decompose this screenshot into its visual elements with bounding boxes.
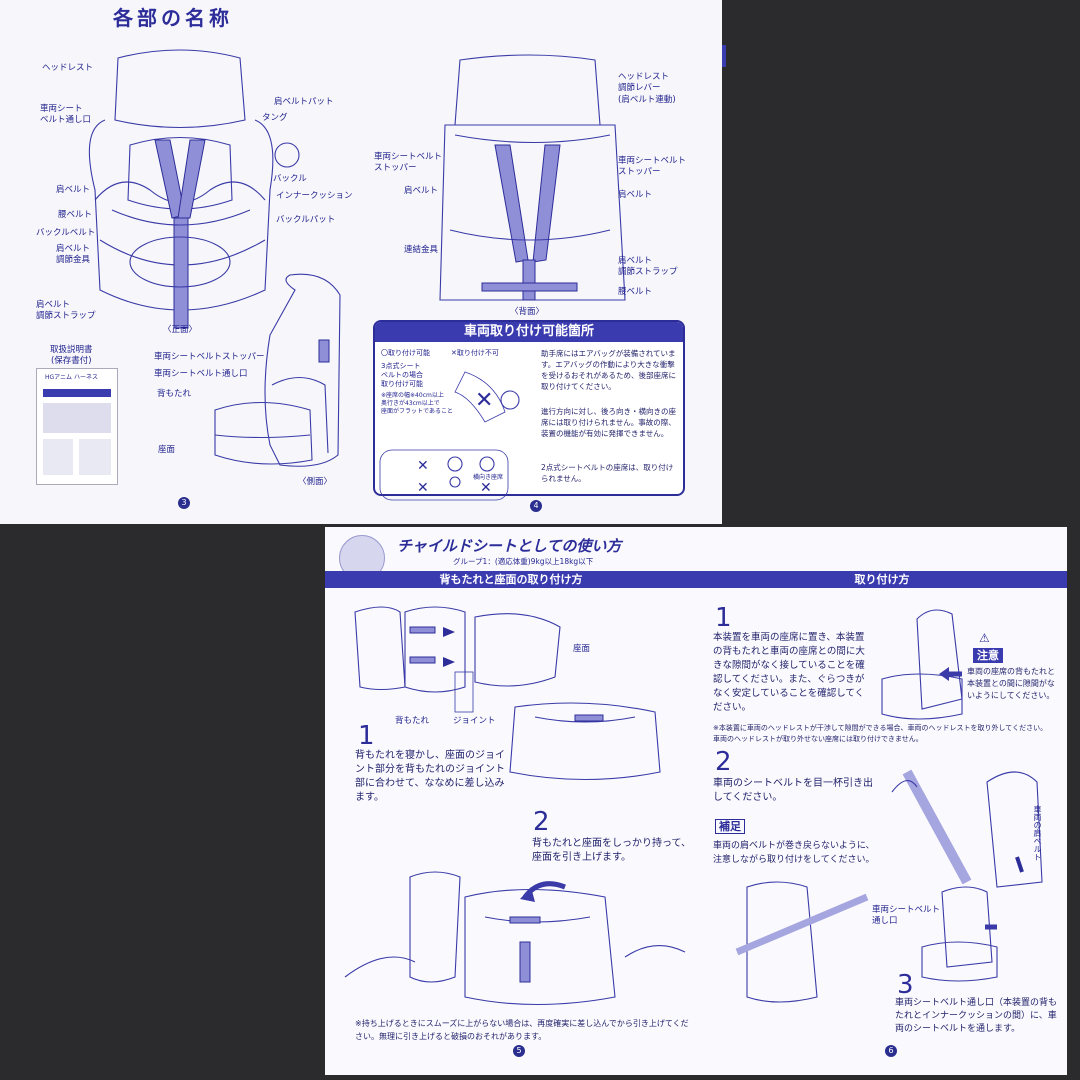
- label-seat: 座面: [158, 445, 176, 455]
- label-shoulder-right: 肩ベルト: [618, 190, 653, 200]
- label-headrest-lever-note: (肩ベルト連動): [618, 95, 676, 105]
- page-3: 各部の名称 ヘッドレスト 車両シート ベルト通し口 肩ベルトパット タング バッ…: [0, 0, 360, 524]
- step-2-text: 車両のシートベルトを目一杯引き出してください。: [713, 778, 873, 803]
- page-4: ヘッドレスト 調節レバー (肩ベルト連動) 車両シートベルト ストッパー 車両シ…: [360, 0, 726, 524]
- pull-belt-illustration: [891, 769, 1043, 888]
- label-guide: 車両シートベルト通し口: [154, 369, 248, 379]
- install-box-title: 車両取り付け可能箇所: [375, 322, 683, 342]
- seat-on-car-illustration: [881, 609, 963, 720]
- supplement-title: 補足: [715, 819, 745, 834]
- label-buckle: バックル: [273, 174, 307, 184]
- footnote: ※持ち上げるときにスムーズに上がらない場合は、再度確実に差し込んでから引き上げて…: [355, 1019, 689, 1041]
- supplement-text: 車両の肩ベルトが巻き戻らないように、注意しながら取り付けをしてください。: [713, 841, 875, 865]
- step-1-text: 本装置を車両の座席に置き、本装置の背もたれと車両の座席との間に大きな隙間がなく接…: [713, 632, 865, 713]
- label-waist-belt: 腰ベルト: [618, 287, 653, 297]
- step-1-number: 1: [715, 603, 732, 633]
- label-adjust-strap: 肩ベルト 調節ストラップ: [618, 256, 678, 277]
- label-backrest: 背もたれ: [157, 389, 192, 399]
- svg-text:✕: ✕: [475, 388, 493, 413]
- svg-text:✕: ✕: [480, 480, 492, 496]
- manual-cover-image: HGアニム ハーネス: [36, 368, 118, 485]
- step-2-number: 2: [533, 807, 550, 837]
- step-1-number: 1: [358, 721, 375, 751]
- caution-title: 注意: [973, 648, 1003, 663]
- back-seat-illustration: [439, 54, 626, 301]
- side-caption: 〈側面〉: [298, 477, 333, 487]
- route-belt-illustration: [735, 881, 998, 1003]
- caution-box: ⚠ 注意 車両の座席の背もたれと本装置との間に隙間がないようにしてください。: [967, 632, 1062, 722]
- label-joint: ジョイント: [453, 716, 496, 726]
- joint-illustration: [354, 606, 661, 781]
- step-3-text: 車両シートベルト通し口（本装置の背もたれとインナークッションの間）に、車両のシー…: [895, 998, 1058, 1034]
- band-title: 取り付け方: [854, 573, 910, 586]
- group-note: グループ1：(適応体重)9kg以上18kg以下: [453, 557, 594, 566]
- front-caption: 〈正面〉: [163, 325, 198, 335]
- svg-text:✕: ✕: [417, 458, 429, 474]
- label-buckle-belt: バックルベルト: [36, 228, 96, 238]
- step-3-number: 3: [897, 970, 914, 1000]
- page-6: 取り付け方 1 本装置を車両の座席に置き、本装置の背もたれと車両の座席との間に大…: [697, 527, 1067, 1075]
- label-manual: 取扱説明書 (保存書付): [50, 345, 93, 366]
- label-buckle-pad: バックルパット: [276, 215, 336, 225]
- band-install: 取り付け方: [697, 571, 1067, 588]
- label-connector: 連結金具: [404, 245, 439, 255]
- page-number-6: 6: [885, 1045, 897, 1057]
- svg-text:✕: ✕: [417, 480, 429, 496]
- label-adjust-strap: 肩ベルト 調節ストラップ: [36, 300, 96, 321]
- label-inner-cushion: インナークッション: [276, 191, 353, 201]
- side-seat-label: 横向き座席: [473, 474, 504, 481]
- page-5: チャイルドシートとしての使い方 グループ1：(適応体重)9kg以上18kg以下 …: [325, 527, 697, 1075]
- bullet-1: 助手席にはエアバッグが装備されています。エアバッグの作動により大きな衝撃を受ける…: [541, 349, 676, 391]
- side-seat-illustration: [214, 273, 341, 467]
- step-1-note: ※本装置に車両のヘッドレストが干渉して隙間ができる場合、車両のヘッドレストを取り…: [713, 724, 1048, 743]
- front-seat-illustration: [88, 49, 300, 329]
- label-belt-guide: 車両シートベルト 通し口: [872, 905, 941, 926]
- label-shoulder-pad: 肩ベルトパット: [274, 97, 334, 107]
- label-headrest: ヘッドレスト: [42, 63, 94, 73]
- label-adjuster: 肩ベルト 調節金具: [56, 244, 91, 265]
- label-tongue: タング: [262, 113, 288, 123]
- car-seat-diagram: ✕ ✕ ✕ ✕: [379, 371, 520, 501]
- label-stopper-right: 車両シートベルト ストッパー: [618, 156, 687, 177]
- manual-cover-title: HGアニム ハーネス: [45, 374, 98, 381]
- legend-ok: 〇取り付け可能: [381, 349, 430, 357]
- bullet-2: 進行方向に対し、後ろ向き・横向きの座席には取り付けられません。事故の際、装置の機…: [541, 407, 676, 438]
- label-shoulder-left: 肩ベルト: [404, 186, 439, 196]
- step-1-text: 背もたれを寝かし、座面のジョイント部分を背もたれのジョイント部に合わせて、ななめ…: [355, 750, 505, 803]
- label-stopper-left: 車両シートベルト ストッパー: [374, 152, 443, 173]
- label-waist-belt: 腰ベルト: [58, 210, 93, 220]
- label-vehicle-shoulder-belt: 車両の肩ベルト: [1033, 805, 1042, 861]
- label-seat: 座面: [573, 644, 591, 654]
- label-belt-guide: 車両シート ベルト通し口: [40, 104, 92, 125]
- page-number-5: 5: [513, 1045, 525, 1057]
- label-shoulder-belt: 肩ベルト: [56, 185, 91, 195]
- page-number-3: 3: [178, 497, 190, 509]
- band-backrest-seat: 背もたれと座面の取り付け方: [325, 571, 697, 588]
- legend-3pt: 3点式シート ベルトの場合 取り付け可能: [381, 362, 423, 388]
- page-title: 各部の名称: [113, 6, 233, 30]
- install-box: 車両取り付け可能箇所 〇取り付け可能 ✕取り付け不可 3点式シート ベルトの場合…: [373, 320, 685, 501]
- warning-icon: ⚠: [979, 631, 990, 645]
- band-title: 背もたれと座面の取り付け方: [439, 573, 583, 586]
- caution-text: 車両の座席の背もたれと本装置との間に隙間がないようにしてください。: [967, 667, 1055, 700]
- page-number-4: 4: [530, 500, 542, 512]
- legend-ng: ✕取り付け不可: [451, 349, 499, 357]
- step-2-number: 2: [715, 747, 732, 777]
- page-edge-tab: [722, 45, 726, 67]
- step-2-text: 背もたれと座面をしっかり持って、座面を引き上げます。: [532, 838, 691, 863]
- section-heading: チャイルドシートとしての使い方: [397, 537, 622, 555]
- lift-illustration: [344, 871, 686, 1006]
- back-caption: 〈背面〉: [510, 307, 545, 317]
- bullet-3: 2点式シートベルトの座席は、取り付けられません。: [541, 463, 674, 483]
- label-backrest: 背もたれ: [395, 716, 430, 726]
- label-stopper: 車両シートベルトストッパー: [154, 352, 265, 362]
- note-dims: ※座席の幅※40cm以上 奥行きが43cm以上で 座面がフラットであること: [381, 392, 453, 415]
- label-headrest-lever: ヘッドレスト 調節レバー: [618, 72, 670, 93]
